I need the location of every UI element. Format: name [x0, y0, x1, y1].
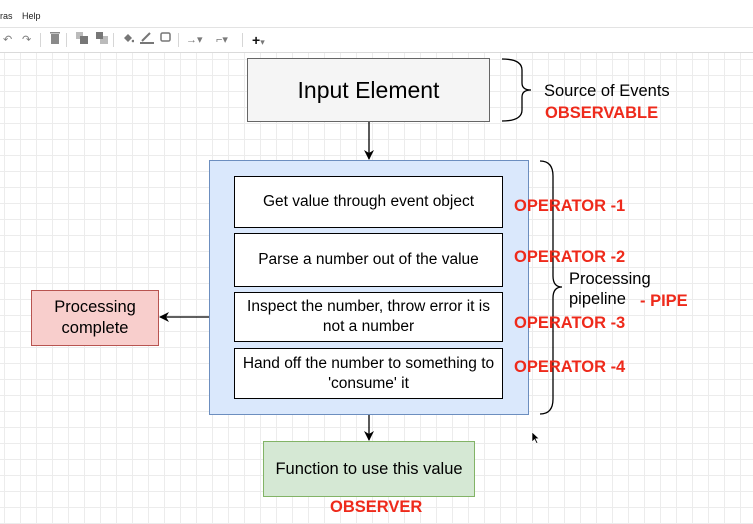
waypoints-icon[interactable]: ⌐▾ — [216, 34, 228, 46]
pipe-label: - PIPE — [640, 292, 688, 310]
operator-4-label: OPERATOR -4 — [514, 358, 626, 376]
source-of-events-label: Source of Events — [544, 82, 670, 100]
processing-label: Processing — [569, 270, 651, 288]
toolbar-separator — [113, 33, 114, 47]
toolbar-separator — [66, 33, 67, 47]
observer-label: OBSERVER — [330, 498, 423, 516]
toolbar-separator — [242, 33, 243, 47]
function-box[interactable]: Function to use this value — [263, 441, 475, 497]
menu-bar: ras Help — [0, 0, 753, 28]
operator-3-box[interactable]: Inspect the number, throw error it is no… — [234, 292, 503, 342]
connection-icon[interactable]: →▾ — [186, 34, 203, 46]
undo-icon[interactable]: ↶ — [3, 34, 13, 46]
operator-2-box[interactable]: Parse a number out of the value — [234, 233, 503, 287]
operator-3-label: OPERATOR -3 — [514, 314, 626, 332]
line-color-icon[interactable] — [140, 32, 154, 48]
mouse-cursor-icon — [531, 431, 540, 444]
menu-extras[interactable]: ras — [0, 11, 13, 21]
insert-icon[interactable]: +▾ — [252, 32, 265, 48]
operator-2-label: OPERATOR -2 — [514, 248, 626, 266]
to-back-icon[interactable] — [96, 32, 108, 48]
toolbar-separator — [178, 33, 179, 47]
toolbar-separator — [40, 33, 41, 47]
operator-1-label: OPERATOR -1 — [514, 197, 626, 215]
menu-help[interactable]: Help — [22, 11, 41, 21]
observable-label: OBSERVABLE — [545, 104, 659, 122]
fill-color-icon[interactable] — [122, 32, 135, 48]
to-front-icon[interactable] — [76, 32, 88, 48]
operator-4-box[interactable]: Hand off the number to something to 'con… — [234, 348, 503, 399]
source-brace — [501, 58, 532, 122]
processing-complete-box[interactable]: Processing complete — [31, 290, 159, 346]
redo-icon[interactable]: ↷ — [22, 34, 32, 46]
pipeline-label: pipeline — [569, 290, 626, 308]
shadow-icon[interactable] — [160, 32, 172, 48]
toolbar: ↶ ↷ →▾ ⌐▾ +▾ — [0, 28, 753, 53]
pipeline-brace — [539, 160, 563, 415]
operator-1-box[interactable]: Get value through event object — [234, 176, 503, 228]
delete-icon[interactable] — [50, 32, 60, 48]
input-element-box[interactable]: Input Element — [247, 58, 490, 122]
